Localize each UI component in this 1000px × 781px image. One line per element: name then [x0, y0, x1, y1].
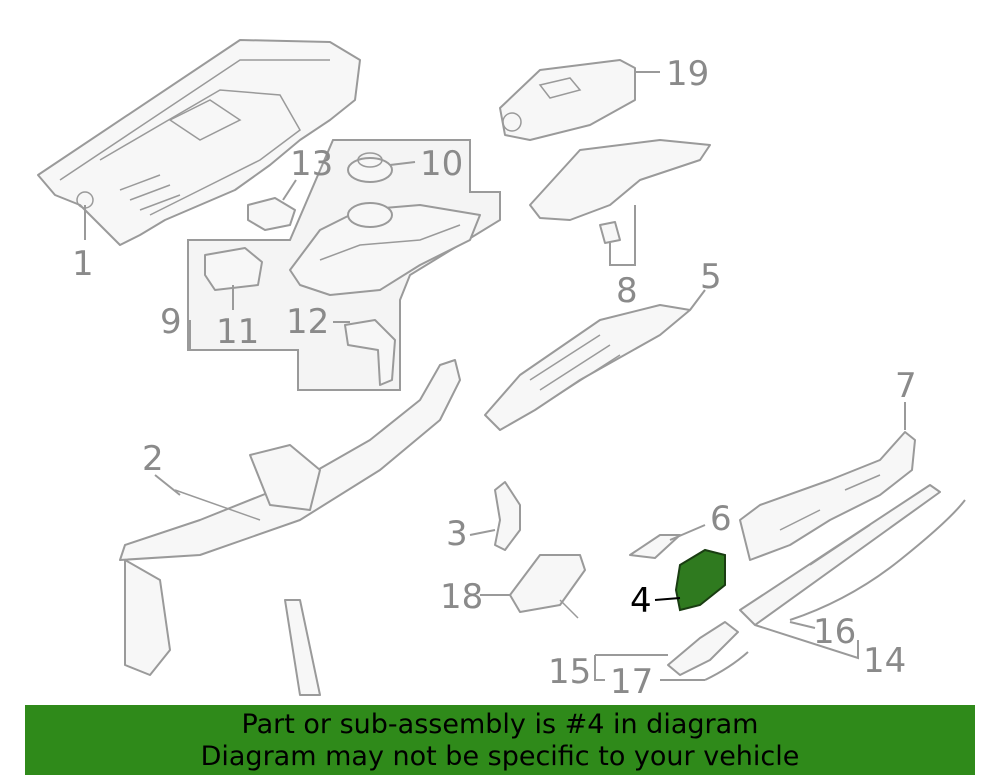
callout-17: 17: [610, 662, 653, 702]
part-16-cable: [789, 499, 966, 621]
part-13: [247, 197, 296, 231]
part-9-console-assembly: [289, 202, 481, 296]
callout-12: 12: [286, 302, 329, 342]
part-15: [667, 621, 739, 676]
part-18: [509, 554, 586, 619]
part-2-cross-car-beam: [119, 359, 461, 696]
part-4-highlighted: [674, 548, 726, 612]
part-19: [499, 59, 636, 141]
callout-1: 1: [72, 244, 94, 284]
callout-7: 7: [895, 366, 917, 406]
callout-4: 4: [630, 581, 652, 621]
callout-9: 9: [160, 302, 182, 342]
callout-5: 5: [700, 257, 722, 297]
part-8: [529, 139, 711, 244]
part-7: [739, 431, 916, 561]
part-1-instrument-panel: [37, 39, 361, 246]
banner-line-1: Part or sub-assembly is #4 in diagram: [241, 709, 759, 740]
callout-19: 19: [666, 54, 709, 94]
callout-18: 18: [440, 577, 483, 617]
callout-14: 14: [863, 641, 906, 681]
callout-10: 10: [420, 144, 463, 184]
callout-15: 15: [548, 652, 591, 692]
part-3: [494, 481, 521, 551]
callout-2: 2: [142, 439, 164, 479]
callout-3: 3: [446, 514, 468, 554]
part-14: [739, 484, 941, 626]
callout-6: 6: [710, 499, 732, 539]
part-12: [344, 319, 396, 386]
part-11: [204, 247, 263, 291]
callout-8: 8: [616, 271, 638, 311]
callout-16: 16: [813, 612, 856, 652]
info-banner: Part or sub-assembly is #4 in diagram Di…: [25, 705, 975, 775]
part-17-cable: [704, 651, 749, 681]
callout-13: 13: [290, 144, 333, 184]
part-5: [484, 304, 691, 431]
callout-11: 11: [216, 312, 259, 352]
part-10: [347, 152, 393, 183]
banner-line-2: Diagram may not be specific to your vehi…: [200, 741, 800, 772]
callout-leaders: [84, 71, 906, 681]
